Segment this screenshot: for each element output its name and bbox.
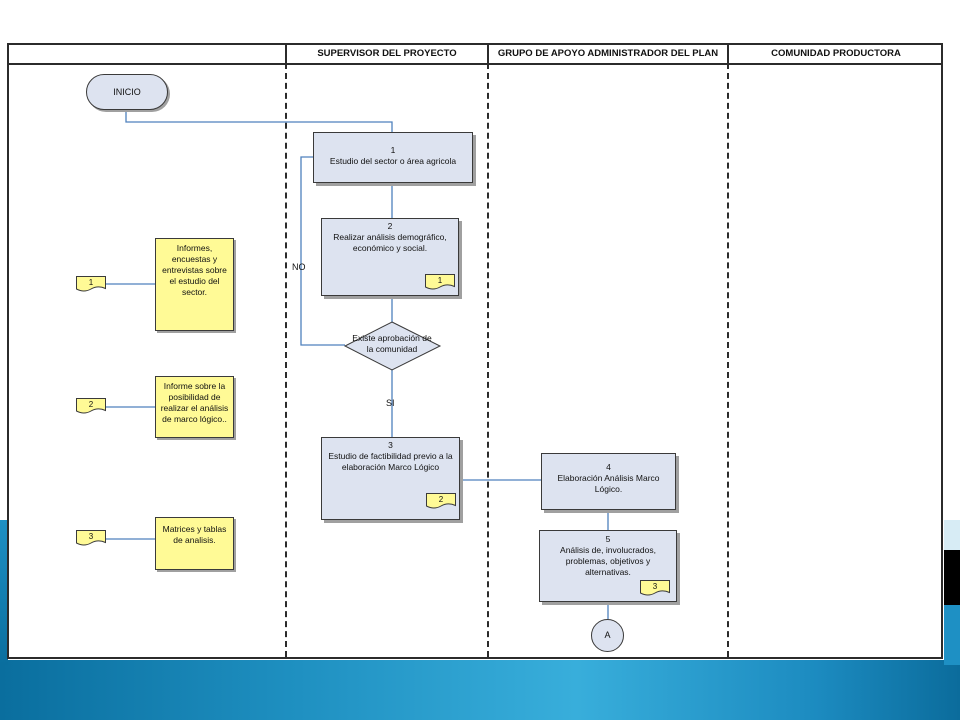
- note-1: Informes, encuestas y entrevistas sobre …: [155, 238, 234, 331]
- header-separator: [727, 45, 729, 63]
- step-1-box: 1 Estudio del sector o área agricola: [313, 132, 473, 183]
- start-terminal: INICIO: [86, 74, 168, 110]
- document-icon: 1: [425, 274, 455, 290]
- doc-3-number: 3: [88, 532, 94, 541]
- background-right-blue: [944, 605, 960, 665]
- step-4-text: Elaboración Análisis Marco Lógico.: [557, 473, 660, 494]
- doc-2-number: 2: [88, 400, 94, 409]
- start-label: INICIO: [113, 87, 141, 97]
- lane-divider: [285, 63, 287, 657]
- step-4-number: 4: [606, 462, 611, 472]
- background-right-light: [944, 520, 960, 550]
- step-5-text: Análisis de, involucrados, problemas, ob…: [560, 545, 656, 577]
- header-divider: [9, 63, 941, 65]
- si-label: SI: [386, 398, 395, 408]
- off-page-connector: A: [591, 619, 624, 652]
- decision-diamond: [343, 321, 442, 371]
- background-band: [0, 660, 960, 720]
- background-right-dark: [944, 550, 960, 605]
- step-4-box: 4 Elaboración Análisis Marco Lógico.: [541, 453, 676, 510]
- step-5-doc-number: 3: [652, 582, 658, 591]
- document-icon: 1: [76, 276, 106, 292]
- step-1-text: Estudio del sector o área agricola: [329, 156, 457, 166]
- line-decision-no-loop: [300, 156, 345, 346]
- step-2-box: 2 Realizar análisis demográfico, económi…: [321, 218, 459, 296]
- no-label: NO: [292, 262, 306, 272]
- document-icon: 3: [76, 530, 106, 546]
- step-5-box: 5 Análisis de, involucrados, problemas, …: [539, 530, 677, 602]
- note-2: Informe sobre la posibilidad de realizar…: [155, 376, 234, 438]
- document-icon: 2: [426, 493, 456, 509]
- connector-label: A: [604, 630, 611, 640]
- lane-divider: [727, 63, 729, 657]
- step-2-text: Realizar análisis demográfico, económico…: [333, 232, 447, 253]
- background-left-strip: [0, 520, 8, 665]
- header-separator: [487, 45, 489, 63]
- step-5-number: 5: [605, 534, 611, 544]
- step-3-doc-number: 2: [438, 495, 444, 504]
- note-3: Matrices y tablas de analisis.: [155, 517, 234, 570]
- step-3-text: Estudio de factibilidad previo a la elab…: [328, 451, 453, 472]
- lane-header-comunidad: COMUNIDAD PRODUCTORA: [771, 48, 901, 59]
- step-1-number: 1: [390, 145, 396, 155]
- step-2-doc-number: 1: [437, 276, 443, 285]
- document-icon: 2: [76, 398, 106, 414]
- document-icon: 3: [640, 580, 670, 596]
- lane-divider: [487, 63, 489, 657]
- line-inicio-to-step1: [125, 110, 393, 132]
- decision-text: Existe aprobación de la comunidad: [352, 333, 432, 354]
- header-separator: [285, 45, 287, 63]
- step-2-number: 2: [387, 221, 393, 231]
- lane-header-supervisor: SUPERVISOR DEL PROYECTO: [317, 48, 457, 59]
- step-3-number: 3: [388, 440, 393, 450]
- lane-header-grupo-apoyo: GRUPO DE APOYO ADMINISTRADOR DEL PLAN: [497, 48, 719, 59]
- doc-1-number: 1: [88, 278, 94, 287]
